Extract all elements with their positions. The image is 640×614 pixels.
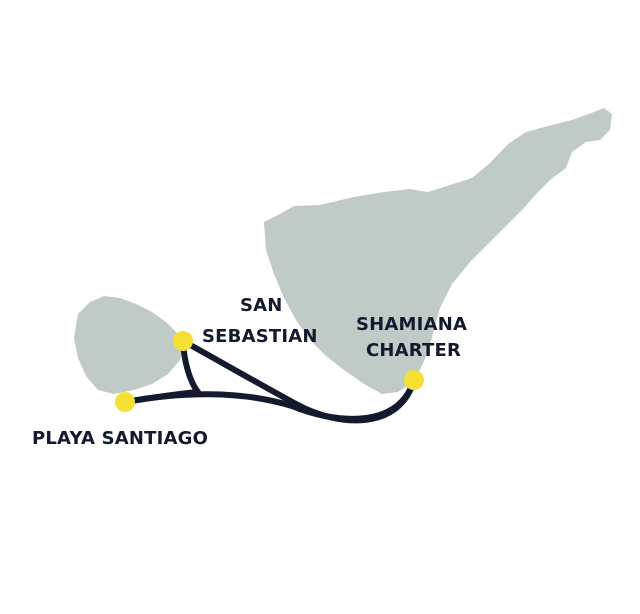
route-san-sebastian-playa-santiago <box>122 338 201 405</box>
label-playa-santiago-line-1: PLAYA SANTIAGO <box>32 428 208 449</box>
port-marker-playa-santiago <box>115 392 135 412</box>
label-shamiana-charter: SHAMIANA CHARTER <box>356 314 474 361</box>
tenerife-island <box>264 108 612 394</box>
la-gomera-island <box>74 296 184 394</box>
port-marker-shamiana-charter <box>404 370 424 390</box>
port-marker-san-sebastian <box>173 331 193 351</box>
label-san-sebastian-line-1: SAN <box>240 295 283 316</box>
label-san-sebastian-line-2: SEBASTIAN <box>202 326 318 347</box>
label-san-sebastian: SAN SEBASTIAN <box>202 295 318 347</box>
label-shamiana-charter-line-2: CHARTER <box>366 340 461 361</box>
label-shamiana-charter-line-1: SHAMIANA <box>356 314 467 335</box>
label-playa-santiago: PLAYA SANTIAGO <box>32 428 208 449</box>
